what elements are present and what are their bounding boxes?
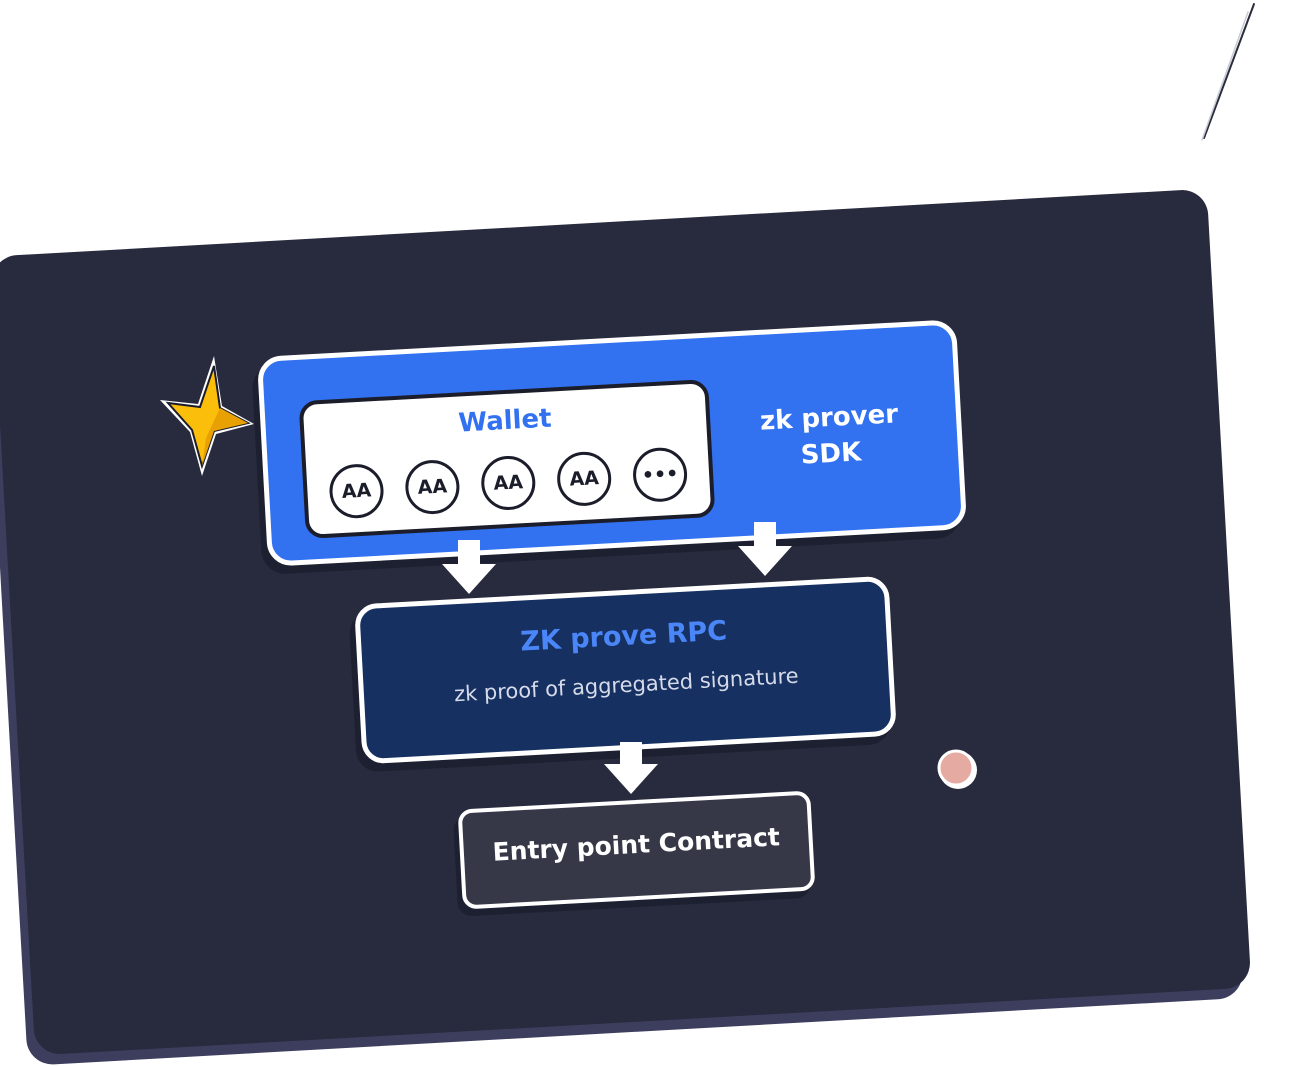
account-aa-4: AA (555, 450, 613, 508)
down-arrow-icon (738, 522, 792, 576)
more-accounts-icon: ••• (631, 446, 689, 504)
rpc-subtitle: zk proof of aggregated signature (453, 663, 800, 707)
rpc-title: ZK prove RPC (519, 615, 728, 658)
down-arrow-icon (442, 540, 496, 594)
account-aa-3: AA (479, 454, 537, 512)
account-aa-2: AA (403, 458, 461, 516)
dot-icon (937, 749, 977, 789)
down-arrow-icon (604, 742, 658, 794)
wallet-title: Wallet (457, 403, 553, 439)
star-icon (160, 356, 254, 476)
entry-point-contract-box: Entry point Contract (457, 790, 816, 910)
zk-prove-rpc-box: ZK prove RPC zk proof of aggregated sign… (354, 575, 897, 765)
sdk-label: zk prover SDK (738, 395, 922, 477)
wallet-box: Wallet AA AA AA AA ••• (298, 379, 716, 539)
account-aa-1: AA (328, 462, 385, 520)
account-list: AA AA AA AA ••• (328, 446, 689, 520)
decorative-line (1201, 3, 1255, 141)
entry-label: Entry point Contract (491, 822, 781, 867)
